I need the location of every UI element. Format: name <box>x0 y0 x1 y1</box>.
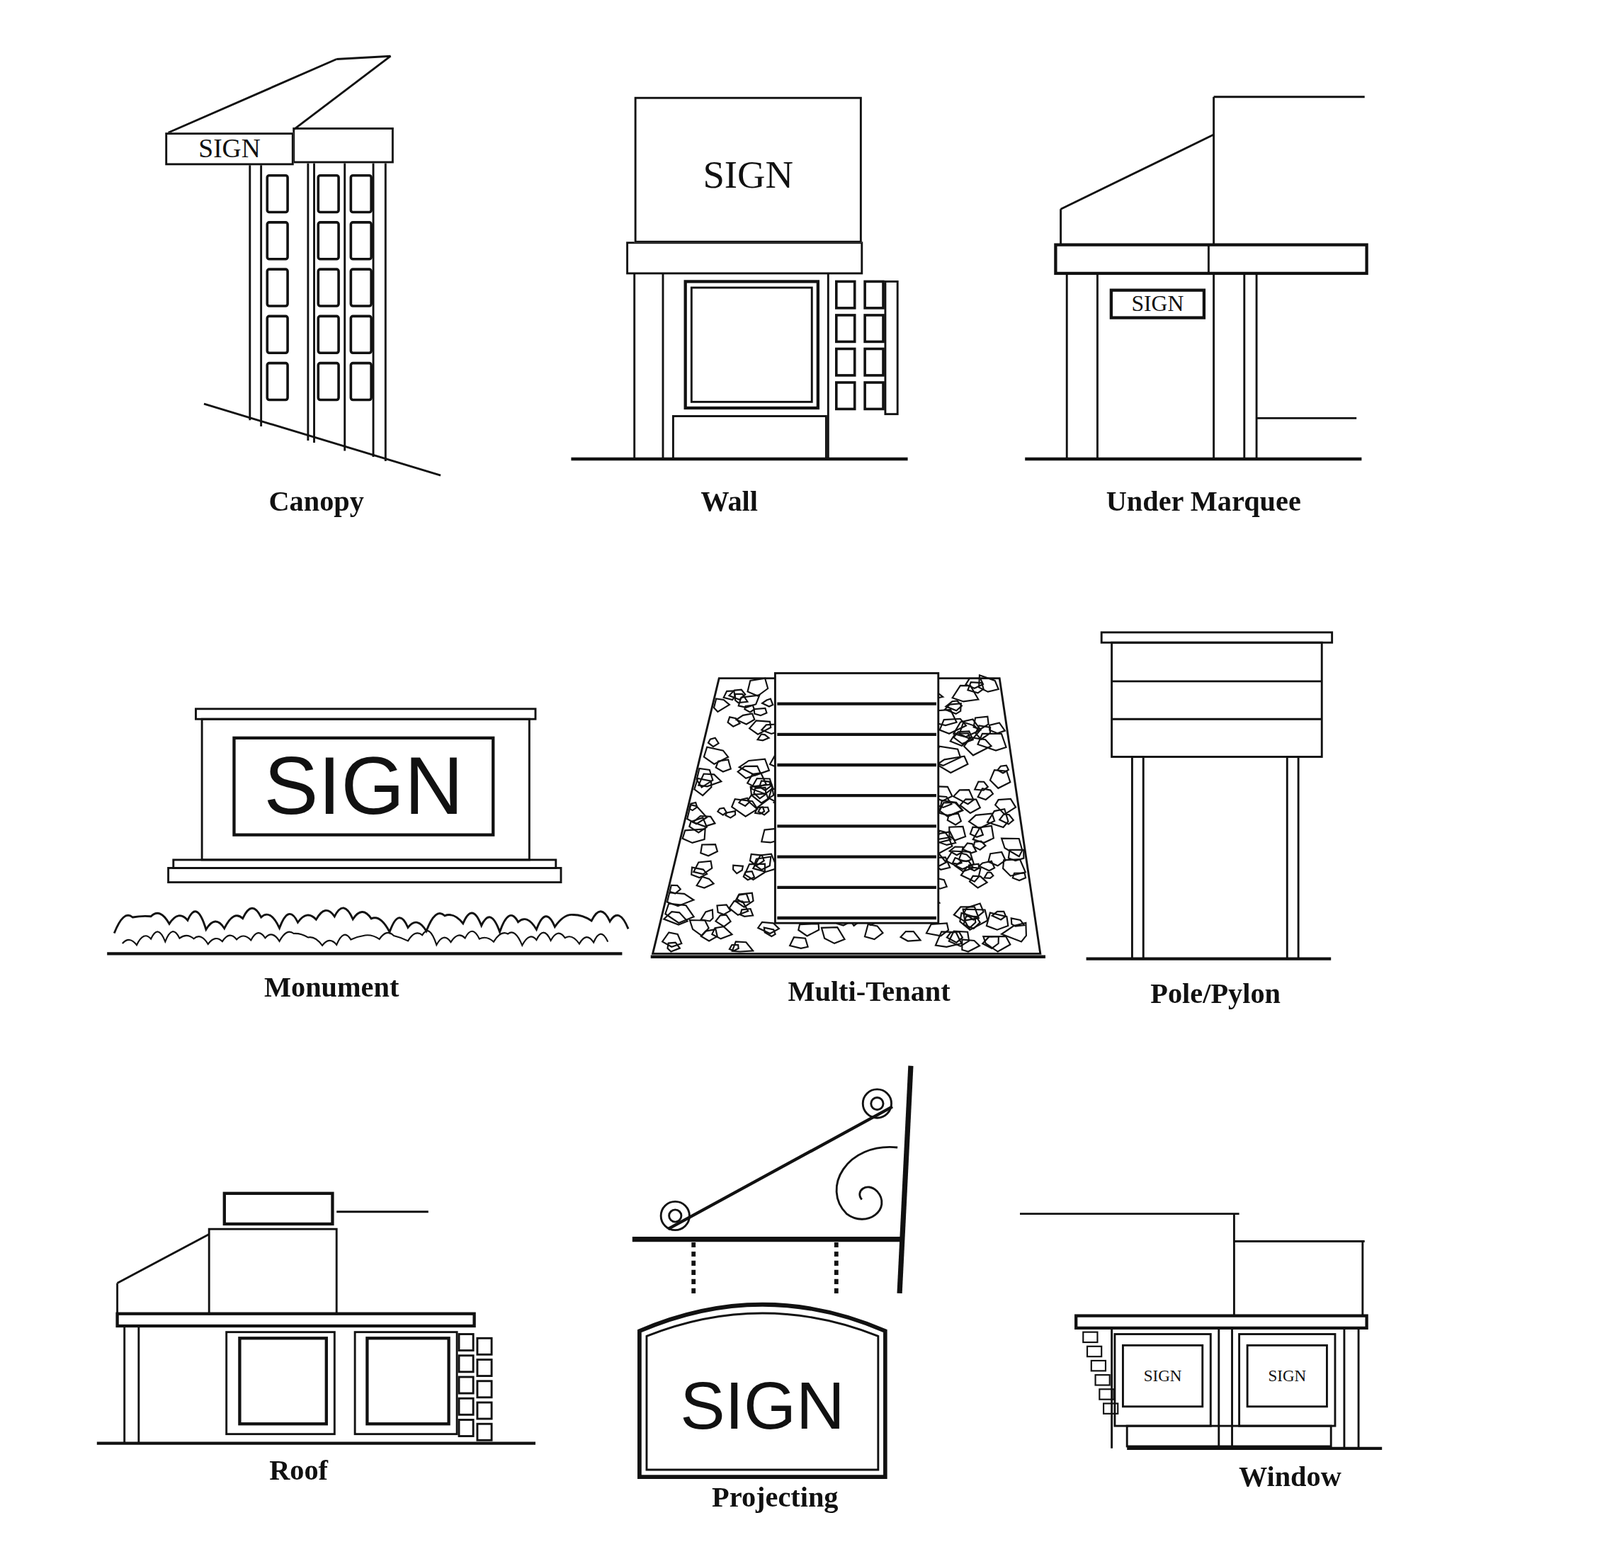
stone <box>723 690 736 700</box>
stone <box>961 866 981 882</box>
stone <box>961 939 980 952</box>
stone <box>762 699 773 707</box>
projecting-sign: SIGN <box>637 1290 888 1479</box>
stone <box>704 747 729 765</box>
stone <box>693 861 712 875</box>
sign-text: SIGN <box>198 135 260 163</box>
stone <box>743 871 755 880</box>
caption: Window <box>1238 1462 1342 1491</box>
stone <box>708 738 719 747</box>
stone <box>738 766 761 779</box>
stone <box>749 720 771 734</box>
caption: Monument <box>264 973 399 1002</box>
marquee-sign: SIGN <box>1109 288 1206 320</box>
stone <box>732 941 753 952</box>
stone <box>701 909 714 921</box>
stone <box>973 825 994 843</box>
stone <box>944 703 962 714</box>
stone <box>989 722 1006 734</box>
stone <box>728 716 741 726</box>
stone <box>995 798 1016 815</box>
stone <box>662 932 682 947</box>
panel-inner-outline <box>646 1313 879 1470</box>
sign-text: SIGN <box>679 1371 845 1439</box>
monument-sign: SIGN <box>232 736 495 837</box>
stone <box>987 808 1008 828</box>
stone <box>700 844 718 856</box>
stone <box>963 915 981 929</box>
stone <box>1012 873 1026 881</box>
stone <box>976 725 991 739</box>
stone <box>689 817 707 833</box>
sign-text: SIGN <box>702 154 794 194</box>
shrub-outline <box>114 908 629 934</box>
stone <box>935 931 962 947</box>
stone <box>900 931 921 942</box>
caption: Canopy <box>268 487 364 516</box>
stone <box>716 904 731 915</box>
stone <box>729 900 749 916</box>
stone <box>754 708 768 716</box>
stone <box>986 912 1008 930</box>
caption: Under Marquee <box>1106 487 1302 516</box>
stone <box>716 759 731 773</box>
panel-outline <box>639 1304 886 1477</box>
sign-text: SIGN <box>1131 292 1184 316</box>
stone <box>753 787 766 799</box>
stone <box>978 788 994 800</box>
stone <box>821 927 845 944</box>
stone <box>949 826 966 841</box>
wall-sign: SIGN <box>634 97 862 243</box>
caption: Projecting <box>711 1483 838 1512</box>
stone <box>962 842 977 853</box>
caption: Pole/Pylon <box>1150 978 1281 1008</box>
stone <box>663 911 688 925</box>
stone <box>983 936 1011 952</box>
stone <box>938 802 962 816</box>
stone <box>757 734 770 741</box>
stone <box>952 685 979 702</box>
stone <box>747 678 769 697</box>
sign-text: SIGN <box>1267 1367 1307 1384</box>
stone <box>665 903 694 923</box>
stone <box>864 924 883 940</box>
stone <box>713 699 730 712</box>
stone <box>978 733 1007 751</box>
stone <box>990 769 1011 789</box>
caption: Multi-Tenant <box>787 977 950 1006</box>
stone <box>984 872 994 879</box>
stone <box>937 756 968 773</box>
stone <box>953 718 981 737</box>
caption: Roof <box>269 1456 328 1485</box>
canopy-sign: SIGN <box>165 132 294 166</box>
window-sign: SIGN <box>1246 1344 1329 1408</box>
stone <box>689 920 709 936</box>
sign-text: SIGN <box>1143 1367 1183 1384</box>
stone <box>926 922 949 936</box>
stone <box>1001 838 1023 857</box>
stone <box>738 694 760 707</box>
stone <box>733 865 743 875</box>
stone <box>715 915 731 927</box>
stone <box>798 923 819 936</box>
stone <box>978 861 995 872</box>
window-sign: SIGN <box>1121 1344 1204 1408</box>
stone <box>731 798 758 817</box>
stone <box>689 802 698 811</box>
stone <box>696 768 714 787</box>
stone <box>997 765 1008 774</box>
stone <box>789 937 808 949</box>
stone <box>717 808 726 816</box>
stone <box>752 854 777 872</box>
stone <box>967 682 984 693</box>
caption: Wall <box>700 487 758 516</box>
shrub-outline <box>122 930 608 946</box>
stone <box>950 733 971 746</box>
sign-text: SIGN <box>264 745 464 828</box>
stone <box>1001 922 1027 943</box>
stone <box>701 929 718 941</box>
